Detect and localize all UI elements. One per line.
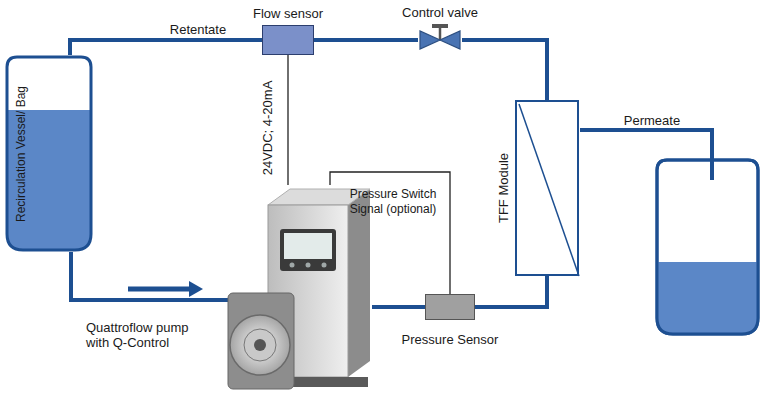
pipe [475, 276, 547, 307]
pump-label: Quattroflow pump with Q-Control [86, 320, 204, 350]
valve-body [420, 31, 440, 49]
pump-unit: Quattroflow pump with Q-Control [228, 185, 372, 397]
recirculation-vessel: Recirculation Vessel/ Bag [5, 55, 93, 252]
pump-head-ring [244, 329, 276, 361]
permeate-vessel-outline [657, 160, 758, 334]
flow-sensor-box: Flow sensor [262, 25, 314, 55]
permeate-liquid [655, 262, 760, 337]
valve-stem [439, 27, 442, 40]
pump-head-plate [228, 293, 294, 389]
pump-button [322, 263, 327, 268]
module-label: TFF Module [496, 153, 511, 223]
pump-button [290, 263, 295, 268]
vessel-label: Recirculation Vessel/ Bag [14, 85, 29, 221]
sensor-label: Flow sensor [253, 6, 323, 21]
pipe [314, 38, 418, 42]
valve-label: Control valve [402, 5, 478, 20]
valve-body [440, 31, 460, 49]
flow-arrow-shaft [128, 287, 190, 292]
sensor-label: Pressure Sensor [402, 332, 499, 347]
pressure-sensor-box: Pressure Sensor [425, 294, 475, 320]
pump-head [230, 315, 290, 375]
pipe [462, 40, 547, 100]
permeate-pipe [580, 130, 712, 180]
control-valve: Control valve [418, 23, 462, 57]
pipe [71, 252, 228, 300]
signal-label: Pressure Switch Signal (optional) [348, 187, 438, 217]
pump-display-bezel [280, 229, 336, 271]
flow-arrow-head [189, 281, 203, 297]
tff-module: TFF Module [515, 100, 579, 276]
vessel-outline [7, 57, 91, 250]
signal-wire [287, 55, 288, 185]
valve-handle [432, 24, 448, 28]
membrane-line [519, 104, 579, 276]
tff-svg [517, 102, 581, 278]
pump-button [306, 263, 311, 268]
pipe [70, 40, 262, 55]
signal-label: 24VDC; 4-20mA [260, 81, 275, 176]
pipe [372, 305, 425, 309]
pump-display-screen [284, 233, 332, 259]
valve-svg [418, 23, 462, 57]
signal-label: Retentate [168, 22, 228, 37]
pump-head-hub [254, 339, 266, 351]
pump-illustration [228, 185, 372, 397]
flow-label: Permeate [624, 113, 680, 128]
pump-side-face [348, 189, 370, 377]
